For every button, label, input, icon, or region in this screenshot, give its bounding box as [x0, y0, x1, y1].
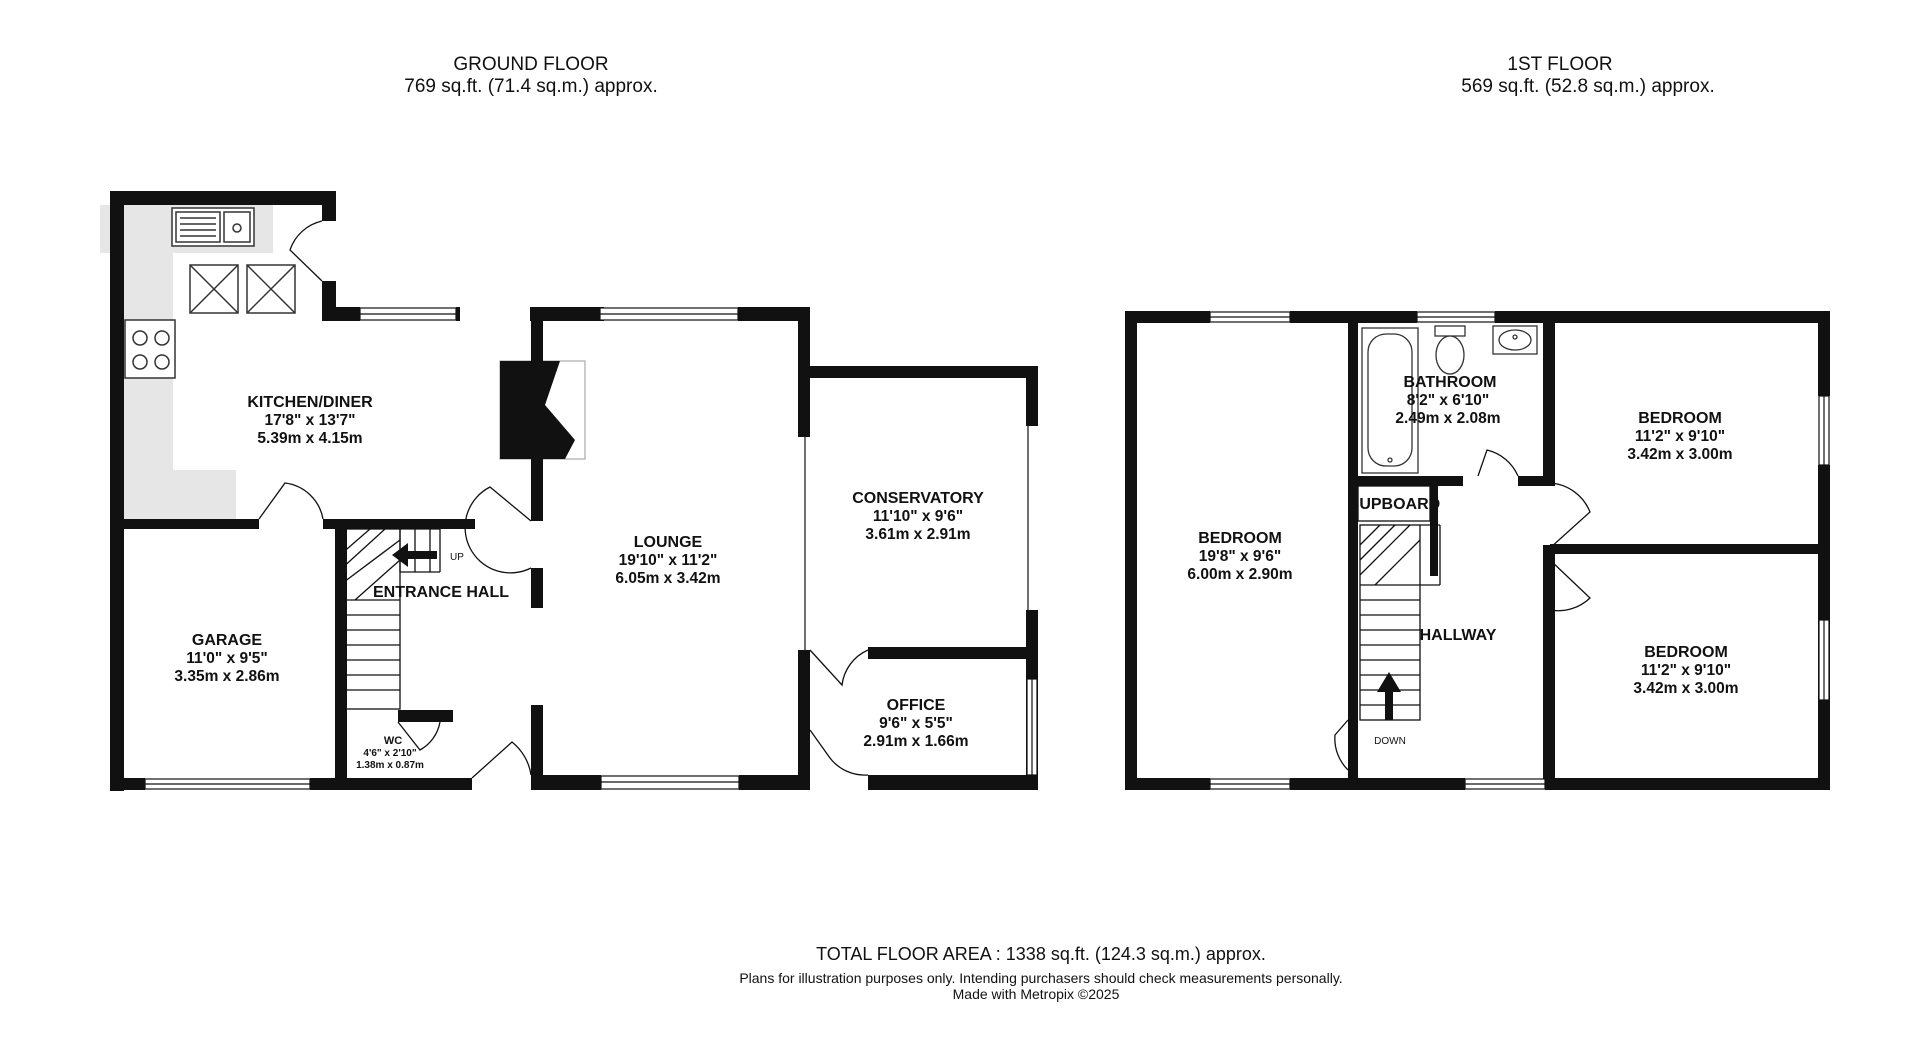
ground-floor-plan	[100, 191, 1038, 791]
room-metric: 6.05m x 3.42m	[615, 570, 720, 587]
room-name: BEDROOM	[1198, 530, 1282, 547]
room-bedroom-main: BEDROOM 19'8" x 9'6" 6.00m x 2.90m	[1187, 530, 1292, 583]
ground-floor-windows	[144, 307, 1038, 790]
room-imperial: 17'8" x 13'7"	[264, 412, 355, 429]
cupboard-outline	[1357, 485, 1431, 522]
room-cupboard: CUPBOARD	[1348, 496, 1440, 513]
first-floor-plan	[1125, 311, 1830, 790]
first-floor-stairs	[1359, 524, 1441, 721]
stairs-arrow-icon	[1377, 672, 1401, 720]
room-office: OFFICE 9'6" x 5'5" 2.91m x 1.66m	[863, 697, 968, 750]
toilet-icon	[1434, 325, 1466, 375]
room-metric: 3.42m x 3.00m	[1633, 680, 1738, 697]
room-imperial: 9'6" x 5'5"	[879, 715, 953, 732]
room-entrance-hall: ENTRANCE HALL	[373, 584, 509, 601]
room-imperial: 11'0" x 9'5"	[186, 650, 268, 667]
disclaimer: Plans for illustration purposes only. In…	[739, 970, 1342, 986]
ground-floor-area: 769 sq.ft. (71.4 sq.m.) approx.	[404, 76, 657, 97]
ground-floor-stairs	[339, 528, 441, 710]
room-imperial: 19'8" x 9'6"	[1199, 548, 1281, 565]
stairs-arrow-icon	[392, 543, 437, 567]
first-floor-title: 1ST FLOOR	[1507, 54, 1612, 75]
total-floor-area: TOTAL FLOOR AREA : 1338 sq.ft. (124.3 sq…	[816, 944, 1266, 964]
room-bedroom-2: BEDROOM 11'2" x 9'10" 3.42m x 3.00m	[1627, 410, 1732, 463]
room-metric: 2.91m x 1.66m	[863, 733, 968, 750]
room-metric: 3.35m x 2.86m	[174, 668, 279, 685]
room-metric: 3.61m x 2.91m	[865, 526, 970, 543]
room-metric: 1.38m x 0.87m	[356, 760, 424, 771]
room-imperial: 8'2" x 6'10"	[1407, 392, 1489, 409]
hob-icon	[124, 319, 176, 379]
ground-floor-title: GROUND FLOOR	[453, 54, 608, 75]
room-bedroom-3: BEDROOM 11'2" x 9'10" 3.42m x 3.00m	[1633, 644, 1738, 697]
appliance-icon	[189, 264, 296, 314]
room-wc: WC 4'6" x 2'10" 1.38m x 0.87m	[356, 735, 424, 771]
room-imperial: 11'10" x 9'6"	[873, 508, 963, 525]
ground-floor-walls	[110, 191, 1038, 791]
room-garage: GARAGE 11'0" x 9'5" 3.35m x 2.86m	[174, 632, 279, 685]
room-name: GARAGE	[192, 632, 263, 649]
room-name: BEDROOM	[1638, 410, 1722, 427]
ground-floor-doors	[258, 220, 869, 779]
room-kitchen-diner: KITCHEN/DINER 17'8" x 13'7" 5.39m x 4.15…	[247, 394, 373, 447]
room-name: KITCHEN/DINER	[247, 394, 373, 411]
sink-icon	[171, 207, 255, 247]
first-floor-windows	[1209, 311, 1830, 790]
first-floor-doors	[1334, 449, 1591, 771]
credit: Made with Metropix ©2025	[953, 986, 1120, 1002]
room-imperial: 4'6" x 2'10"	[363, 748, 416, 759]
room-metric: 2.49m x 2.08m	[1395, 410, 1500, 427]
room-metric: 6.00m x 2.90m	[1187, 566, 1292, 583]
stairs-up-label: UP	[450, 552, 464, 563]
room-hallway: HALLWAY	[1420, 627, 1497, 644]
room-name: CONSERVATORY	[852, 490, 984, 507]
room-metric: 5.39m x 4.15m	[257, 430, 362, 447]
room-bathroom: BATHROOM 8'2" x 6'10" 2.49m x 2.08m	[1395, 374, 1500, 427]
room-conservatory: CONSERVATORY 11'10" x 9'6" 3.61m x 2.91m	[852, 490, 984, 543]
room-lounge: LOUNGE 19'10" x 11'2" 6.05m x 3.42m	[615, 534, 720, 587]
room-name: WC	[384, 735, 402, 747]
room-name: OFFICE	[887, 697, 946, 714]
stairs-down-label: DOWN	[1374, 736, 1406, 747]
washbasin-icon	[1492, 325, 1538, 355]
room-name: BEDROOM	[1644, 644, 1728, 661]
room-name: BATHROOM	[1403, 374, 1496, 391]
first-floor-area: 569 sq.ft. (52.8 sq.m.) approx.	[1461, 76, 1714, 97]
room-imperial: 19'10" x 11'2"	[619, 552, 718, 569]
room-name: LOUNGE	[634, 534, 703, 551]
bath-icon	[1361, 327, 1419, 474]
room-imperial: 11'2" x 9'10"	[1641, 662, 1731, 679]
room-metric: 3.42m x 3.00m	[1627, 446, 1732, 463]
room-imperial: 11'2" x 9'10"	[1635, 428, 1725, 445]
